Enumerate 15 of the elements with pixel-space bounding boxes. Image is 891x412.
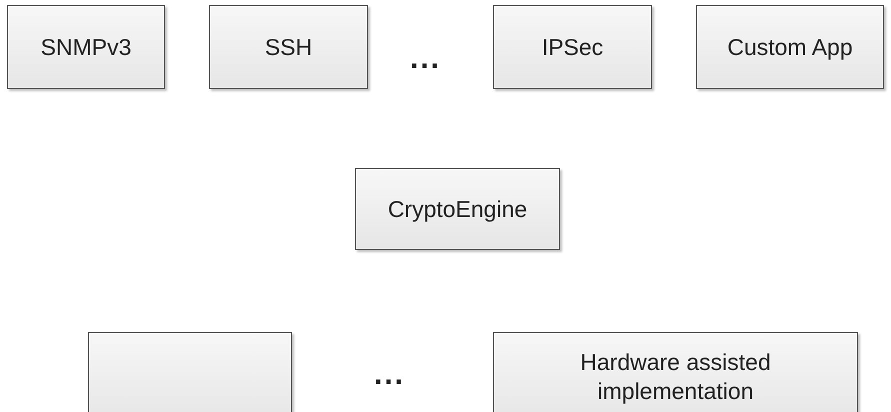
process-box [7,5,165,89]
node-label: Custom App [727,32,853,62]
ellipsis: ... [410,42,442,76]
node-label: IPSec [542,32,604,62]
process-box [493,332,858,412]
process-box [696,5,884,89]
process-box [209,5,368,89]
node-label: SNMPv3 [40,32,132,62]
node-label: Hardware assisted implementation [579,348,772,406]
node-label: CryptoEngine [388,194,528,224]
node-label: SSH [264,32,312,62]
process-box [493,5,652,89]
ellipsis: ... [374,358,406,392]
process-box [355,168,560,250]
process-box [88,332,292,412]
